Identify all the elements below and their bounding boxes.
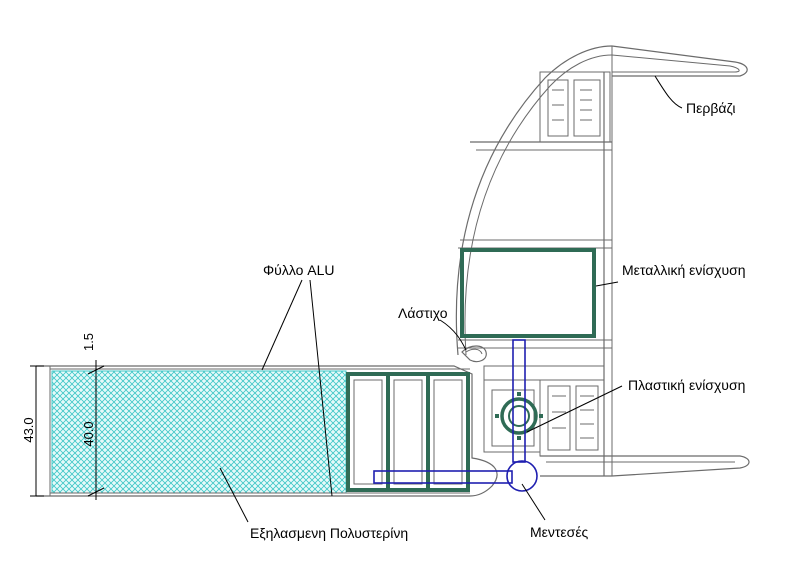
label-aluminium-sheet: Φύλλο ALU bbox=[263, 262, 335, 278]
polystyrene-core bbox=[51, 370, 347, 494]
dimension-core: 40.0 bbox=[81, 421, 96, 446]
frame-profile bbox=[455, 45, 750, 477]
door-leaf bbox=[35, 365, 498, 497]
label-gasket: Λάστιχο bbox=[398, 305, 448, 321]
dimension-total: 43.0 bbox=[21, 417, 36, 442]
metal-reinforcement-bar bbox=[460, 248, 596, 338]
hinge-assembly bbox=[373, 339, 538, 492]
label-plastic-reinforcement: Πλαστική ενίσχυση bbox=[628, 377, 745, 393]
leaf-reinforcement bbox=[346, 372, 470, 492]
label-metal-reinforcement: Μεταλλική ενίσχυση bbox=[622, 262, 746, 278]
gasket-shape bbox=[461, 345, 487, 363]
plastic-reinforcement-ring bbox=[495, 392, 543, 440]
label-sill: Περβάζι bbox=[686, 100, 736, 116]
leader-lines bbox=[219, 75, 683, 523]
dimensions: 43.0 40.0 1.5 bbox=[21, 333, 105, 500]
label-polystyrene: Εξηλασμενη Πολυστερίνη bbox=[250, 525, 408, 541]
label-hinge: Μεντεσές bbox=[530, 524, 589, 540]
dimension-skin: 1.5 bbox=[81, 333, 96, 351]
